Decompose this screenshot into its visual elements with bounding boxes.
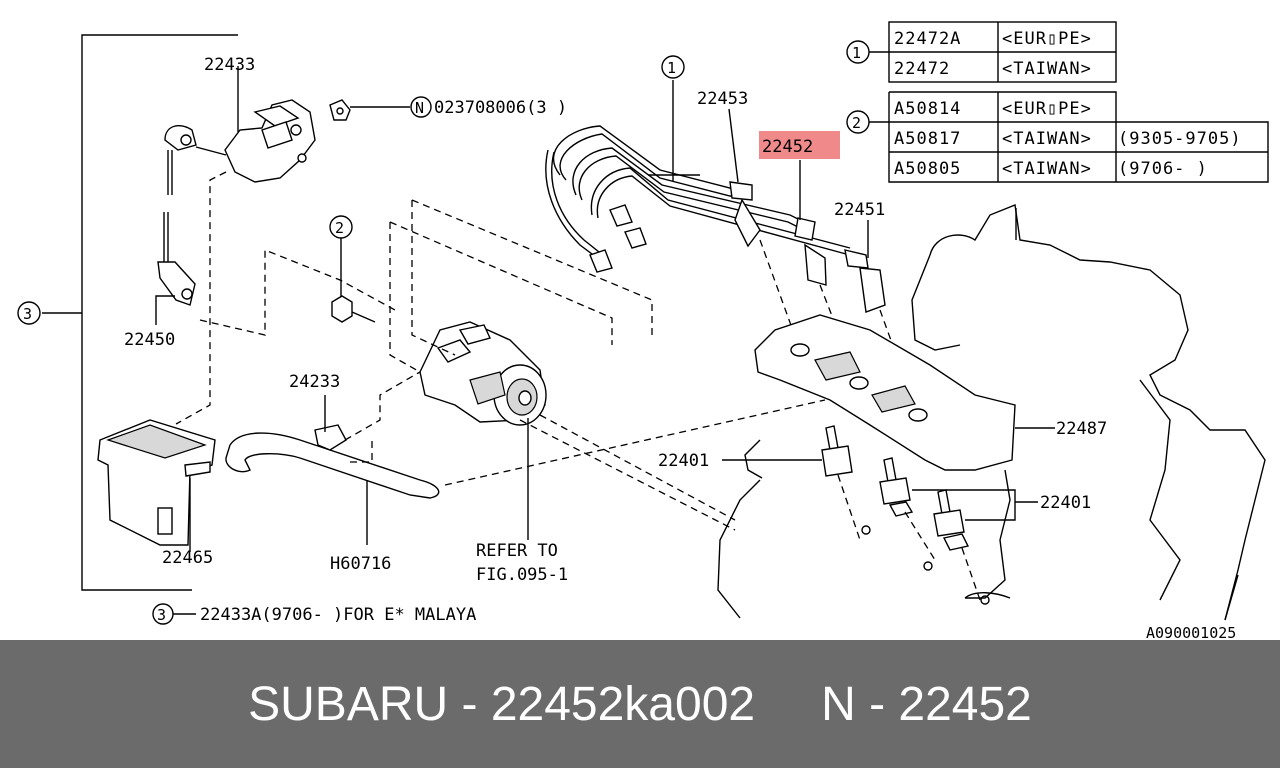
footer-item-number: N - 22452 [821,677,1032,731]
footer-bar: SUBARU - 22452ka002 N - 22452 [0,640,1280,768]
label-h60716: H60716 [330,554,391,574]
table2-callout: 2 [852,114,861,132]
plug-cover-22487[interactable] [754,314,1055,471]
spark-plugs-22401[interactable] [722,425,1038,551]
footnote-3: 3 22433A(9706- )FOR E* MALAYA [152,603,476,625]
reference-table-2: 2 A50814 <EUR▯PE> A50817 <TAIWAN> (9305-… [846,91,1269,183]
table2-row1-part: A50814 [894,99,961,119]
vacuum-hose-h60716[interactable] [225,395,440,545]
label-24233: 24233 [289,372,340,392]
callout-3: 3 [23,305,32,323]
callout-1-cords: 1 [667,59,676,77]
engine-outline [717,204,1266,621]
label-22401-right: 22401 [1040,493,1091,513]
table2-row3-part: A50805 [894,159,961,179]
table2-row2-date: (9305-9705) [1118,129,1242,149]
highlight-22452 [759,131,840,159]
nut-023708006[interactable] [329,96,432,121]
drawing-id: A090001025 [1146,624,1236,640]
table2-row3-region: <TAIWAN> [1002,159,1092,179]
refer-line-1: REFER TO [476,541,558,561]
reference-table-1: 1 22472A <EUR▯PE> 22472 <TAIWAN> [846,21,1117,83]
table2-row2-part: A50817 [894,129,961,149]
nut-n-mark: N [415,99,424,117]
table2-row1-region: <EUR▯PE> [1002,99,1092,119]
table1-row1-region: <EUR▯PE> [1002,29,1092,49]
label-22450: 22450 [124,330,175,350]
table1-callout: 1 [852,44,861,62]
label-22401-left: 22401 [658,451,709,471]
table1-row2-part: 22472 [894,59,950,79]
table1-row2-region: <TAIWAN> [1002,59,1092,79]
coil-lead-22450[interactable] [155,124,227,325]
label-22433: 22433 [204,55,255,75]
label-22487: 22487 [1056,419,1107,439]
label-22451: 22451 [834,200,885,220]
coil-cover-22465[interactable] [97,419,216,552]
ignition-coil-22433[interactable] [224,66,316,183]
spark-plug-cords[interactable] [545,80,886,313]
footer-part-number: SUBARU - 22452ka002 [248,677,756,731]
table1-row1-part: 22472A [894,29,961,49]
label-nut: 023708006(3 ) [434,98,567,118]
bracket-3: 3 [17,34,238,591]
footnote-callout: 3 [157,606,166,624]
label-22452[interactable]: 22452 [762,137,813,157]
refer-line-2: FIG.095-1 [476,565,568,585]
footnote-text: 22433A(9706- )FOR E* MALAYA [200,605,476,625]
label-22465: 22465 [162,548,213,568]
label-22453: 22453 [697,89,748,109]
callout-2-bolt: 2 [335,219,344,237]
distributor[interactable] [419,321,547,426]
parts-diagram: 3 22433 22450 N 023708006(3 ) [17,21,1269,640]
table2-row2-region: <TAIWAN> [1002,129,1092,149]
table2-row3-date: (9706- ) [1118,159,1208,179]
bolt-callout-2[interactable] [329,215,376,323]
